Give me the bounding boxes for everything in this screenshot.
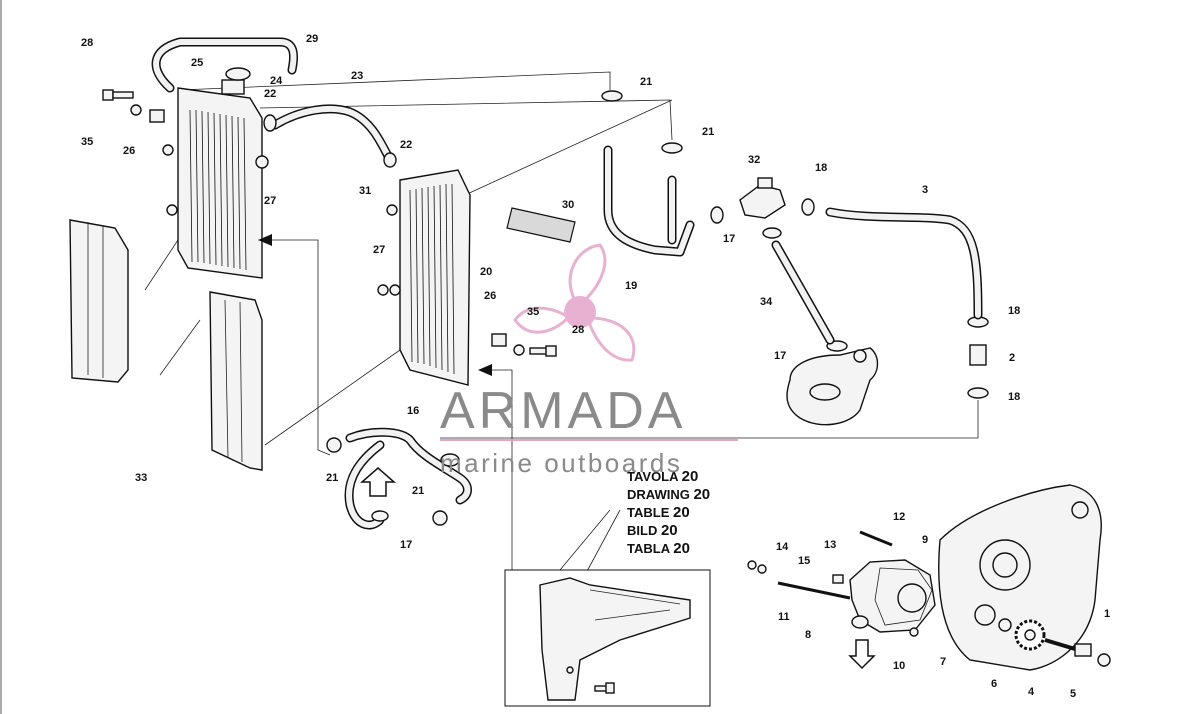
callout: 26 [484,290,496,302]
callout: 4 [1028,686,1035,698]
watermark-brand: ARMADA [440,382,686,440]
table-ref-line-1: TAVOLA 20 [627,468,698,485]
callout: 10 [893,660,905,672]
callout: 35 [527,306,539,318]
washer-35-right [513,344,525,356]
callout: 5 [1070,688,1076,700]
callout: 3 [922,184,928,196]
table-ref-line-4: BILD 20 [627,522,678,539]
callout: 18 [815,162,827,174]
nut-5 [1097,653,1111,667]
washer-35-left [130,104,142,116]
table-reference: TAVOLA 20 DRAWING 20 TABLE 20 BILD 20 TA… [627,468,710,557]
radiator-shroud-left [69,219,129,383]
grommet-27-right [377,284,389,296]
watermark-tagline: marine outboards [440,448,682,478]
pump-gear [1014,619,1046,651]
callout: 22 [400,139,412,151]
radiator-shroud-right [209,291,263,471]
bolt-28-right [529,345,557,357]
callout: 23 [351,70,363,82]
left-radiator [162,67,263,279]
lower-hose [326,427,472,530]
callout: 21 [412,485,424,497]
callout: 12 [893,511,905,523]
callout: 21 [640,76,652,88]
upper-hose [270,104,395,165]
callout: 8 [805,629,811,641]
callout: 1 [1104,608,1110,620]
callout: 9 [922,534,928,546]
table-ref-line-2: DRAWING 20 [627,486,710,503]
grommet-26-left [149,109,165,123]
callout: 34 [760,296,773,308]
flow-direction-up-arrow [360,467,396,497]
callout: 20 [480,266,492,278]
callout: 32 [748,154,760,166]
small-arrow-left [258,234,272,246]
right-radiator [377,169,471,386]
pump-shaft [1044,638,1092,657]
callout: 15 [798,555,810,567]
callout: 6 [991,678,997,690]
inset-panel [504,569,711,707]
thermostat-valve [739,177,786,219]
callout: 27 [264,195,276,207]
callout: 2 [1009,352,1015,364]
callout: 17 [774,350,786,362]
callout: 18 [1008,305,1020,317]
callout: 35 [81,136,93,148]
foam-gasket [506,207,576,243]
flow-direction-down-arrow [848,639,876,670]
overflow-hose [151,37,298,93]
table-ref-line-3: TABLE 20 [627,504,690,521]
callout: 30 [562,199,574,211]
grommet-26-right [491,333,507,347]
callout: 21 [702,126,714,138]
callout: 22 [264,88,276,100]
hose-connector [969,344,987,366]
watermark-logo-propeller [513,243,636,362]
callout: 25 [191,57,203,69]
pump-seal [909,627,919,637]
callout: 14 [776,541,789,553]
callout: 11 [778,611,790,623]
hose-clamps [263,90,989,399]
callout: 33 [135,472,147,484]
callout: 28 [572,324,584,336]
callout: 17 [723,233,735,245]
crankcase-cover [938,484,1102,671]
callout: 13 [824,539,836,551]
grommet-27-left [255,155,269,169]
pump-bolts [747,530,893,600]
hose-34 [771,240,835,345]
washer-6 [998,618,1012,632]
water-pump-housing [849,559,936,633]
callout: 21 [326,472,338,484]
callout-labels: 28 29 25 24 22 23 35 26 27 21 21 32 18 3… [81,33,1110,700]
callout: 18 [1008,391,1020,403]
y-pipe [603,145,695,257]
assembly-lines [144,71,979,646]
callout: 19 [625,280,637,292]
callout: 24 [270,75,283,87]
callout: 27 [373,244,385,256]
callout: 29 [306,33,318,45]
callout: 16 [407,405,419,417]
pump-gasket [874,567,933,626]
callout: 7 [940,656,946,668]
small-arrow-right [478,364,492,376]
callout: 26 [123,145,135,157]
callout: 28 [81,37,93,49]
callout: 31 [359,185,371,197]
bolt-28-left [102,89,134,101]
table-ref-line-5: TABLA 20 [627,540,690,557]
callout: 17 [400,539,412,551]
cylinder-head [786,347,879,426]
hose-3 [825,207,983,320]
